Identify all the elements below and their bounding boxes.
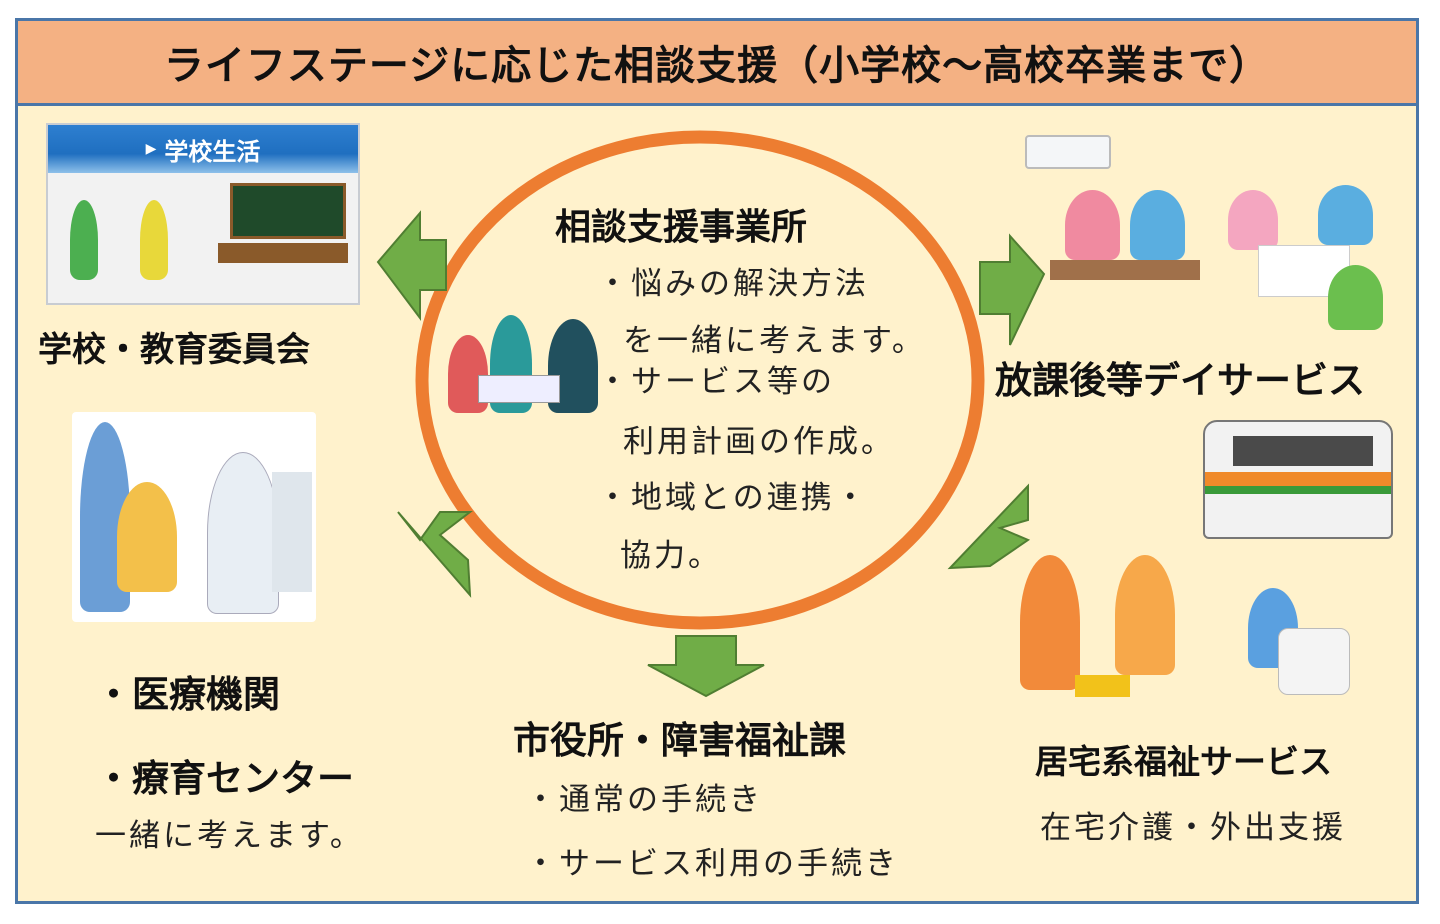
city-item: ・通常の手続き — [525, 782, 763, 818]
afterschool-label: 放課後等デイサービス — [995, 359, 1365, 402]
toilet-illustration — [1238, 588, 1353, 698]
medical-note: 一緒に考えます。 — [95, 818, 364, 854]
arrow-to-school — [376, 210, 447, 321]
consultation-ring — [415, 130, 985, 630]
home-note: 在宅介護・外出支援 — [1040, 810, 1346, 846]
school-photo-banner: ▶ 学校生活 — [48, 125, 358, 173]
train-illustration — [1203, 420, 1393, 539]
arrow-to-afterschool — [979, 233, 1046, 346]
school-label: 学校・教育委員会 — [38, 330, 310, 370]
center-line: ・サービス等の — [597, 364, 835, 400]
center-heading: 相談支援事業所 — [555, 207, 808, 248]
city-heading: 市役所・障害福祉課 — [513, 719, 846, 762]
studying-children-illustration — [1050, 190, 1200, 320]
center-line: ・地域との連携・ — [597, 480, 869, 516]
home-heading: 居宅系福祉サービス — [1035, 742, 1332, 781]
page-title: ライフステージに応じた相談支援（小学校～高校卒業まで） — [15, 18, 1419, 106]
air-conditioner-icon — [1025, 135, 1111, 169]
arrow-to-city — [647, 635, 765, 698]
arrow-to-home — [947, 483, 1031, 570]
drawing-children-illustration — [1228, 185, 1393, 335]
banner-text: 学校生活 — [164, 137, 261, 166]
consultation-illustration — [448, 305, 603, 415]
play-triangle-icon: ▶ — [145, 141, 157, 157]
arrow-to-medical — [397, 511, 473, 598]
center-line: ・悩みの解決方法 — [597, 266, 869, 302]
center-line: 協力。 — [620, 538, 722, 574]
medical-item: ・療育センター — [95, 757, 354, 800]
school-life-photo: ▶ 学校生活 — [46, 123, 360, 305]
changing-clothes-illustration — [1020, 555, 1190, 700]
center-line: を一緒に考えます。 — [623, 323, 926, 359]
medical-illustration — [72, 412, 316, 622]
city-item: ・サービス利用の手続き — [525, 846, 899, 882]
medical-item: ・医療機関 — [95, 673, 280, 716]
center-line: 利用計画の作成。 — [623, 424, 895, 460]
